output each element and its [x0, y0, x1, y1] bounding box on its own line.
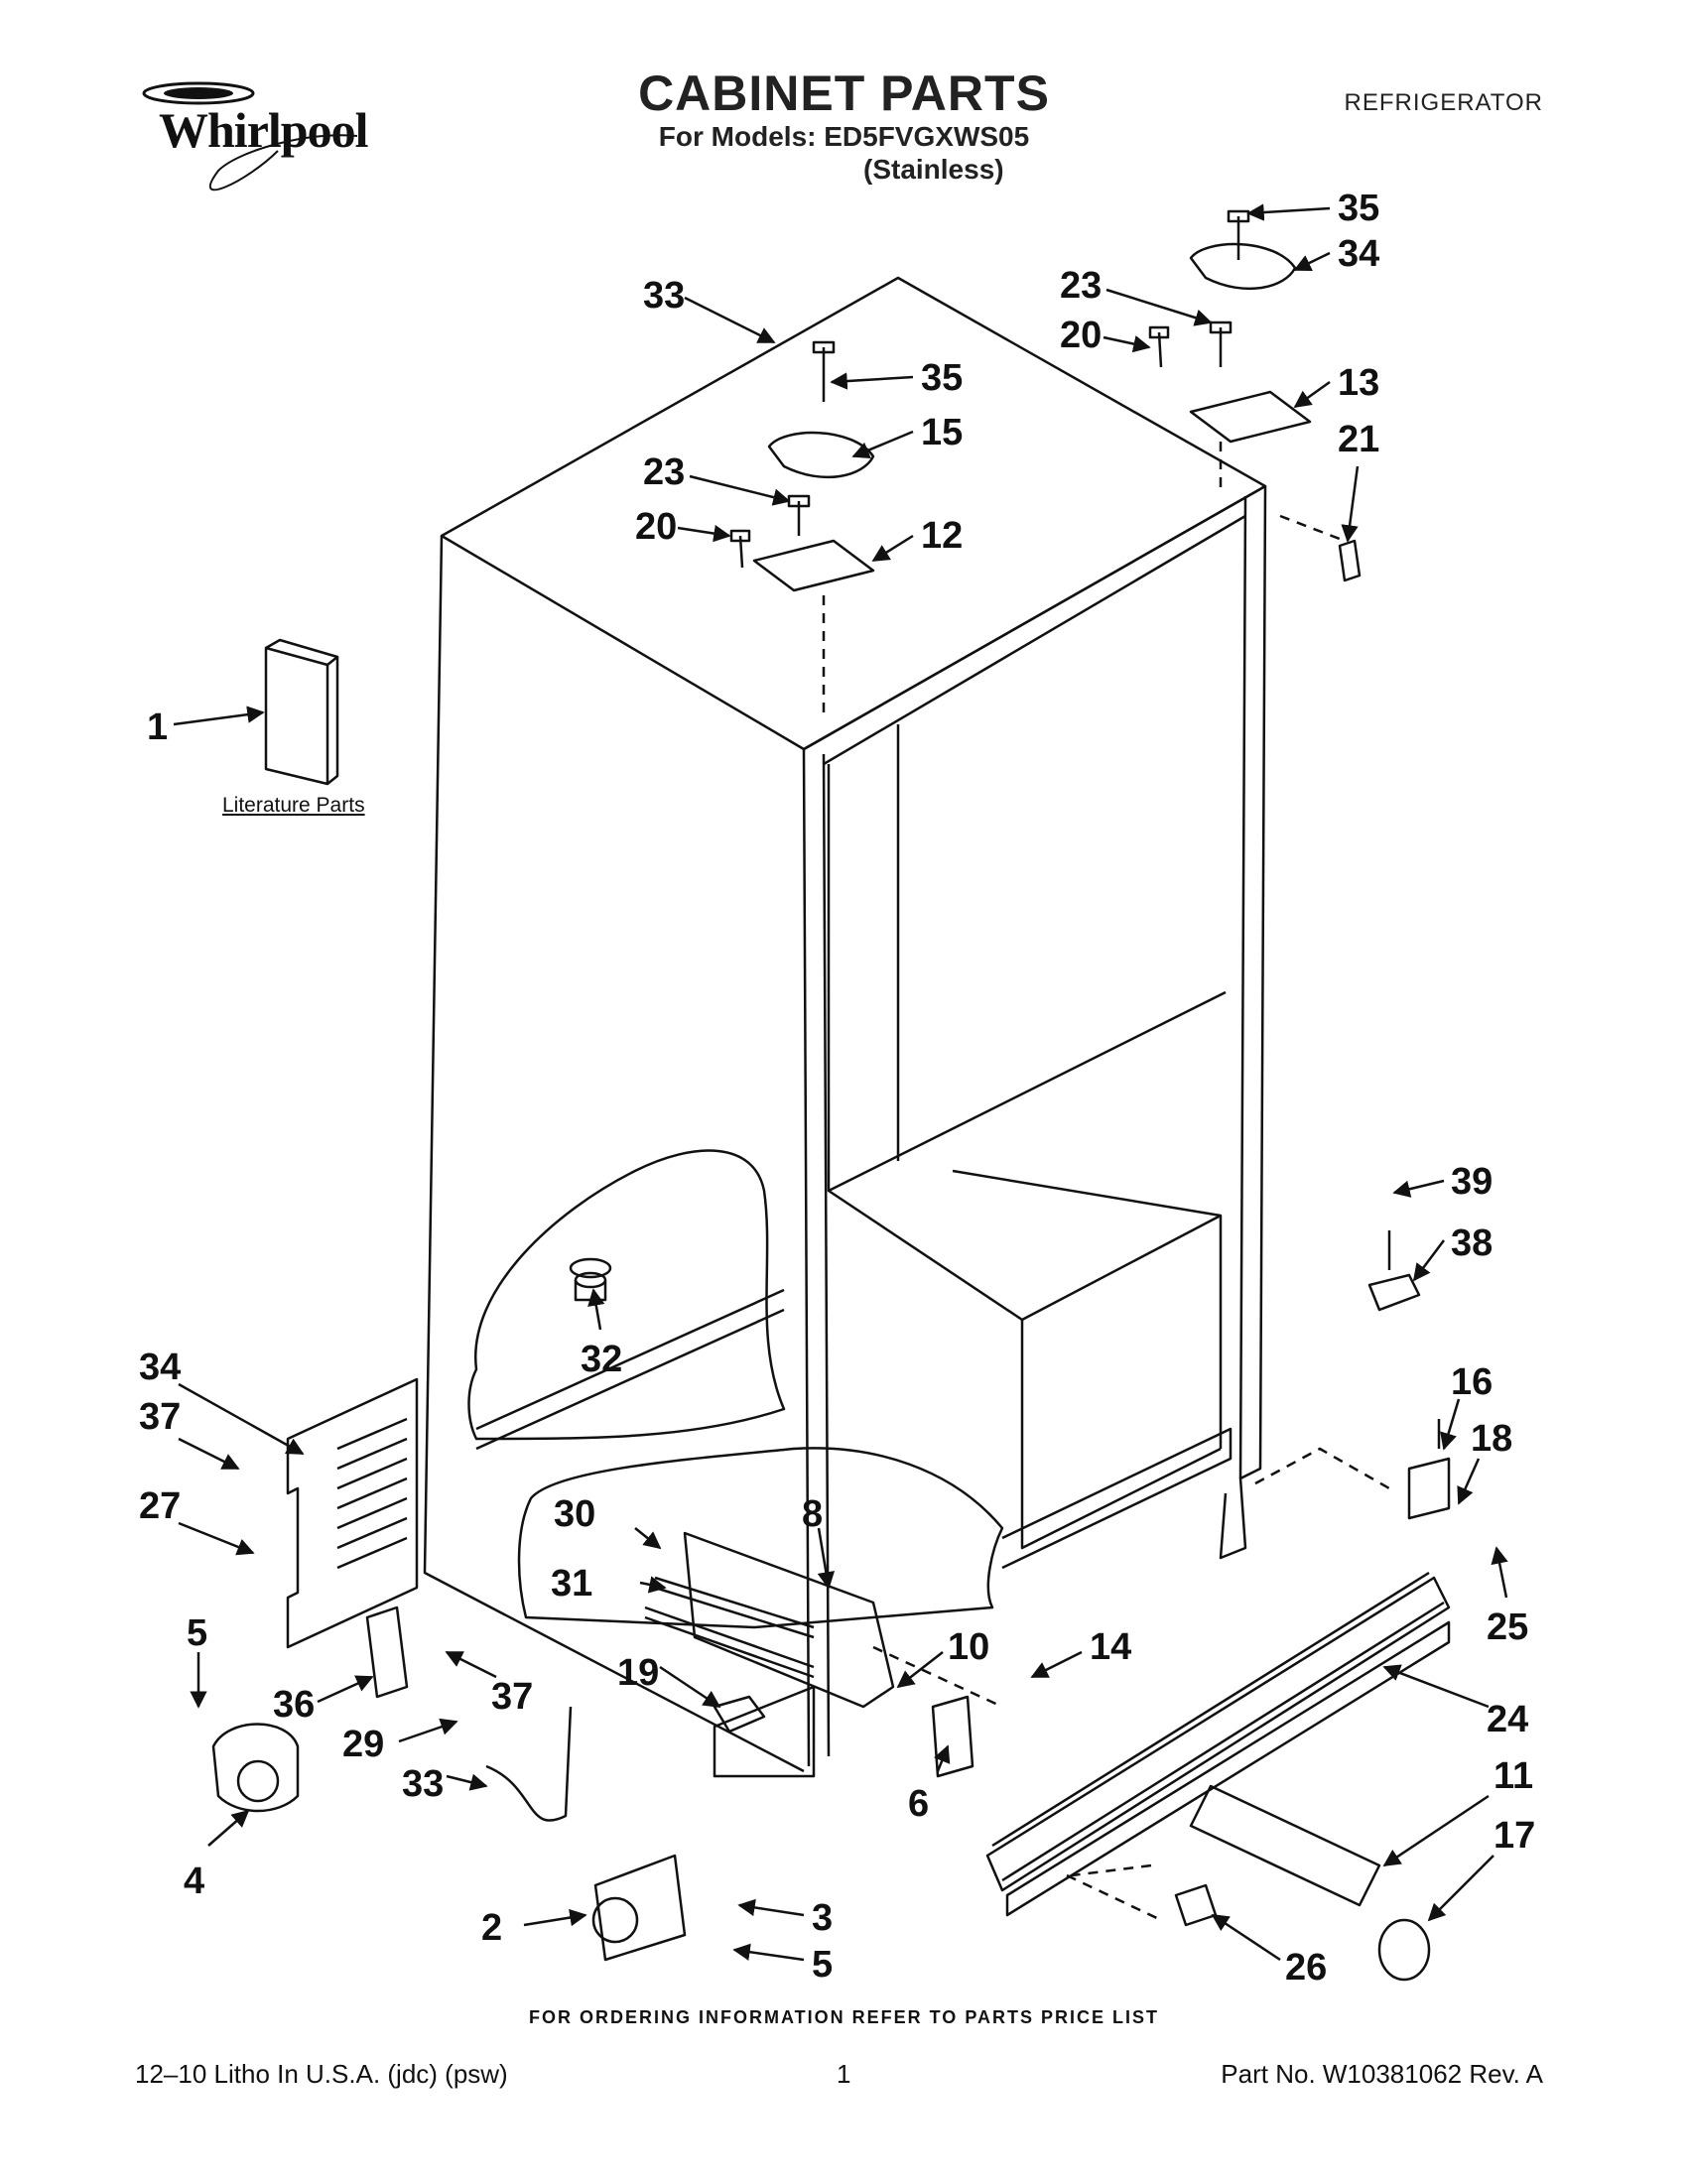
callout-25: 25: [1487, 1606, 1528, 1648]
callout-10: 10: [948, 1626, 989, 1668]
callout-23b: 23: [1060, 265, 1102, 307]
callout-3: 3: [812, 1897, 833, 1939]
water-filter: [1189, 1784, 1381, 1907]
callout-37a: 37: [139, 1396, 181, 1438]
callout-23a: 23: [643, 451, 685, 493]
cabinet-right-pillar: [1219, 485, 1267, 1560]
hinge-plate-13: [1189, 390, 1312, 444]
base-grille: [985, 1576, 1451, 1892]
hinge-plate-12: [752, 539, 875, 592]
callout-38: 38: [1451, 1222, 1493, 1264]
page-title: CABINET PARTS: [638, 65, 1050, 121]
callout-12: 12: [921, 515, 963, 557]
callout-32: 34: [139, 1347, 181, 1388]
literature-parts-label: Literature Parts: [222, 794, 365, 817]
brand-name: Whirlpool: [159, 102, 368, 158]
page-number: 1: [837, 2059, 851, 2089]
literature-box: [264, 646, 329, 786]
callout-29: 31: [551, 1563, 592, 1605]
ordering-note: FOR ORDERING INFORMATION REFER TO PARTS …: [528, 2007, 1159, 2027]
callout-4: 4: [184, 1861, 204, 1902]
rear-grille: [286, 1377, 419, 1649]
callout-13: 13: [1338, 362, 1379, 404]
callout-36: 36: [273, 1684, 315, 1726]
callout-37b: 37: [491, 1676, 533, 1718]
water-housing: [683, 1531, 895, 1709]
callout-1: 1: [147, 707, 168, 748]
callout-31: 33: [402, 1763, 444, 1805]
callout-22: 24: [1487, 1699, 1528, 1740]
roller-bracket-2: [593, 1854, 687, 1962]
callout-34: 34: [1338, 233, 1379, 275]
logo-swoosh: [142, 81, 358, 192]
callout-26: 27: [139, 1485, 181, 1527]
callout-27: 29: [342, 1724, 384, 1765]
callout-21: 21: [1338, 419, 1379, 460]
model-variant: (Stainless): [863, 154, 1004, 185]
callout-16: 16: [1451, 1361, 1493, 1403]
callout-28: 30: [554, 1493, 595, 1535]
callout-35a: 35: [921, 357, 963, 399]
callout-15: 15: [921, 412, 963, 453]
callout-33: 33: [643, 275, 685, 317]
callout-35b: 35: [1338, 188, 1379, 229]
callout-19: 19: [617, 1652, 659, 1694]
callout-14: 14: [1090, 1626, 1131, 1668]
callout-5a: 5: [187, 1612, 207, 1654]
cabinet-left-side: [423, 535, 805, 1773]
cabinet-front-edge: [802, 748, 811, 1767]
callout-5b: 5: [812, 1944, 833, 1986]
hinge-cover-34: [1189, 242, 1297, 291]
callout-20b: 20: [1060, 315, 1102, 356]
callout-6: 6: [908, 1783, 929, 1825]
models-line: For Models: ED5FVGXWS05: [658, 121, 1030, 152]
cabinet-interior-back: [827, 764, 1227, 1193]
whirlpool-logo: Whirlpool: [129, 71, 397, 200]
hinge-cover-15: [767, 431, 875, 479]
callout-39: 39: [1451, 1161, 1493, 1203]
callout-17: 17: [1493, 1815, 1535, 1857]
cutaway-upper: [467, 1149, 786, 1441]
water-line: [485, 1706, 573, 1822]
callout-30: 32: [581, 1339, 622, 1380]
callout-24: 26: [1285, 1947, 1327, 1989]
part-number: Part No. W10381062 Rev. A: [1221, 2059, 1543, 2089]
callout-18: 18: [1471, 1418, 1512, 1460]
product-category: REFRIGERATOR: [1344, 89, 1543, 116]
cabinet-top: [440, 276, 1267, 751]
cutaway-lower: [517, 1447, 1004, 1629]
filter-cap: [1377, 1918, 1431, 1982]
callout-20a: 20: [635, 506, 677, 548]
roller-bracket-4: [211, 1723, 300, 1813]
callout-11: 11: [1493, 1755, 1533, 1797]
callout-8: 8: [802, 1493, 823, 1535]
footer-print-info: 12–10 Litho In U.S.A. (jdc) (psw): [135, 2059, 508, 2089]
callout-2: 2: [481, 1907, 502, 1949]
